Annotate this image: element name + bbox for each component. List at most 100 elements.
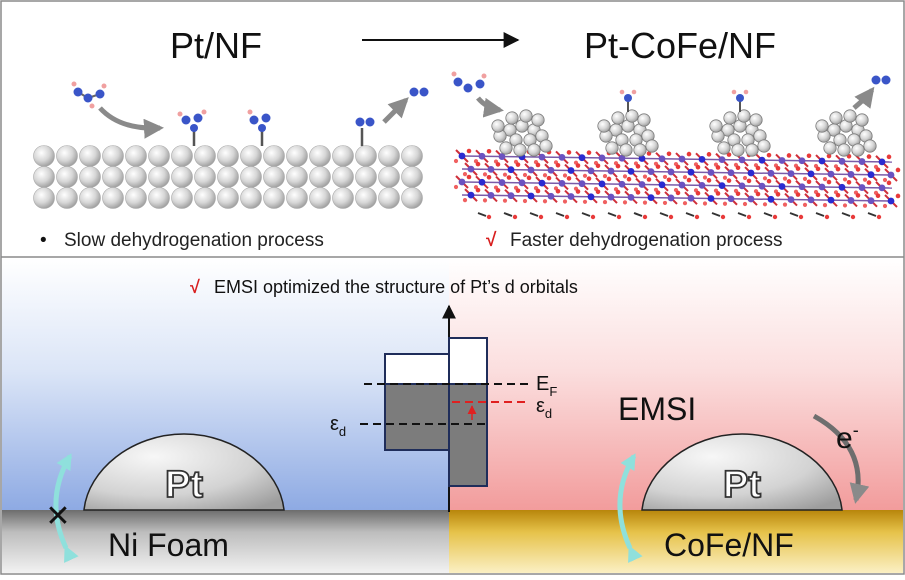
oxygen-atom [786,179,792,184]
metal-atom [687,168,695,176]
oxygen-atom [526,175,532,181]
pt-atom [79,187,101,209]
oxygen-atom [662,200,668,206]
oxygen-atom [566,150,572,155]
hydrogen-atom [743,89,749,95]
oxygen-atom [835,192,841,198]
oxygen-atom [662,174,668,180]
pt-cluster-atom [731,143,745,157]
oxygen-atom [502,172,508,177]
metal-atom [507,166,515,174]
metal-atom [818,183,826,191]
oxygen-atom [642,174,648,179]
oxygen-atom [742,201,748,207]
oxygen-atom [555,162,561,168]
metal-atom [767,169,775,177]
oxygen-atom [802,202,808,207]
oxygen-atom [715,191,721,196]
oxygen-atom [802,176,808,181]
pt-cluster-atom [855,113,869,127]
oxygen-atom [655,164,661,169]
pt-cluster-atom [851,143,865,157]
metal-atom [887,197,895,205]
lattice-bond [581,212,591,217]
metal-atom [558,179,566,187]
metal-atom [707,195,715,202]
lattice-bond [555,212,565,217]
oxygen-atom [482,198,488,203]
oxygen-atom [642,214,648,220]
pt-cluster-atom [723,111,737,125]
metal-atom [598,180,606,188]
interaction-arrow-right [617,453,643,563]
electron-transfer-arrow [812,413,870,504]
pt-cluster-atom [505,111,519,125]
pt-cluster-atom [645,139,659,153]
pt-atom [125,166,147,188]
pt-atom [102,187,124,209]
pt-atom [148,166,170,188]
metal-atom [807,170,815,178]
metal-atom [527,192,535,200]
oxygen-atom [795,192,801,197]
oxygen-atom [826,179,832,185]
oxygen-atom [694,214,700,220]
lattice-bond [841,212,851,217]
pt-atom [217,166,239,188]
metal-atom [647,168,655,176]
oxygen-atom [822,203,828,208]
oxygen-atom [720,214,726,220]
pt-cluster-atom [611,111,625,125]
oxygen-atom [882,203,888,209]
oxygen-atom [706,152,712,157]
metal-atom [858,184,866,191]
right-dband-box-filled [448,383,488,487]
metal-atom [887,171,895,179]
oxygen-atom [495,162,501,167]
oxygen-atom [616,214,622,220]
pt-cluster-atom [737,109,751,123]
oxygen-atom [606,176,612,182]
oxygen-atom [453,158,459,164]
metal-atom [567,193,575,200]
pt-atom [171,166,193,188]
oxygen-atom [846,180,852,185]
pt-atom [56,145,78,167]
lattice-bond [789,212,799,217]
oxygen-atom [462,198,468,203]
metal-atom [647,194,655,202]
hydrogen-atom [731,89,737,95]
oxygen-atom [542,199,548,204]
oxygen-atom [772,214,778,220]
pt-nanoparticle-left [83,433,285,511]
oxygen-atom [775,166,781,171]
pt-atom [102,166,124,188]
metal-atom [858,158,866,165]
oxygen-atom [466,174,472,180]
pt-atom [171,145,193,167]
pt-surface-slab [33,145,423,209]
pt-atom [355,166,377,188]
right-caption: Faster dehydrogenation process [510,230,783,251]
metal-atom [467,191,475,199]
oxygen-atom [866,154,872,159]
pt-atom [309,166,331,188]
oxygen-atom [655,190,661,195]
oxygen-atom [826,153,832,159]
oxygen-atom [806,179,812,185]
metal-atom [618,180,626,188]
oxygen-atom [706,178,712,183]
metal-atom [578,180,586,188]
lattice-bond [867,212,877,217]
pt-cluster-atom [815,119,829,133]
oxygen-atom [835,166,841,172]
pt-cluster-atom [605,141,619,155]
oxygen-atom [635,164,641,169]
pt-atom [263,145,285,167]
metal-atom [738,156,746,164]
pt-cluster-atom [637,113,651,127]
pt-cluster-atom [519,109,533,123]
pt-atom [263,166,285,188]
oxygen-atom [702,175,708,180]
